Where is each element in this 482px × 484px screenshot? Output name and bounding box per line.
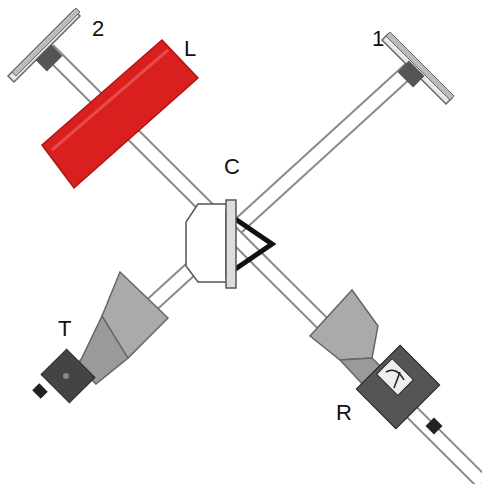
part-label: T: [58, 318, 71, 340]
part-label: R: [336, 402, 352, 424]
receiver: [310, 290, 442, 434]
part-label: 2: [92, 18, 104, 40]
part-label: L: [184, 38, 196, 60]
mirror: [8, 8, 80, 82]
part-label: 1: [372, 28, 384, 50]
mirror: [382, 32, 454, 104]
lens-plate: [42, 40, 198, 188]
part-label: C: [224, 156, 240, 178]
transmitter: [32, 272, 168, 403]
beam-splitter: [186, 200, 272, 288]
